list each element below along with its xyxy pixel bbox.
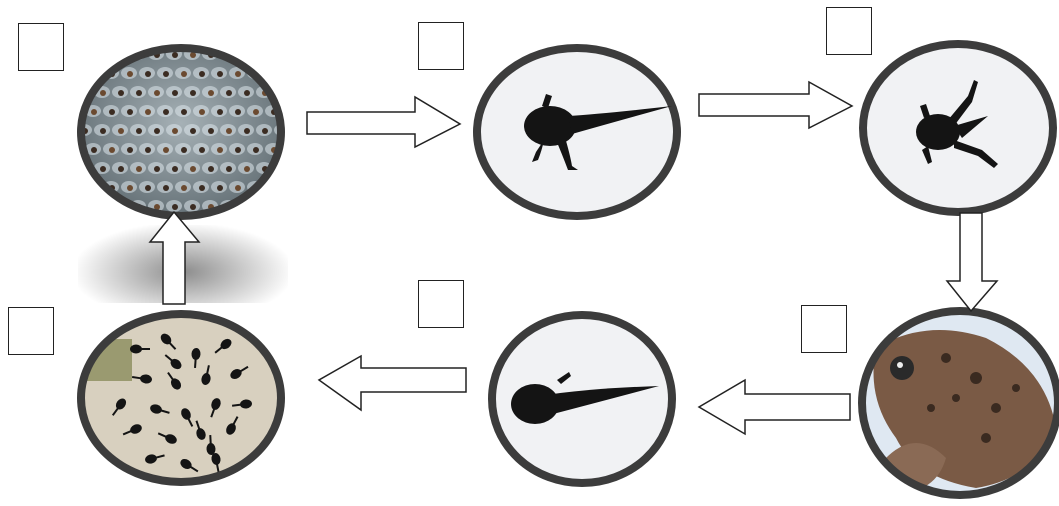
- froglet-icon: [859, 40, 1057, 216]
- arrow-down: [945, 212, 999, 313]
- arrow-right-1: [306, 95, 462, 149]
- arrow-up: [148, 210, 201, 305]
- answer-box-adult-frog[interactable]: [801, 305, 847, 353]
- frog-eggs-icon: [77, 44, 285, 220]
- tadpole-back-legs-icon: [473, 44, 681, 220]
- answer-box-tadpole-back-legs[interactable]: [418, 22, 464, 70]
- answer-box-froglet[interactable]: [826, 7, 872, 55]
- arrow-left-2: [317, 354, 467, 412]
- arrow-left-1: [697, 378, 851, 436]
- hatchling-tadpoles-icon: [77, 310, 285, 486]
- answer-box-frogspawn[interactable]: [18, 23, 64, 71]
- arrow-right-2: [698, 80, 854, 130]
- tadpole-icon: [488, 311, 676, 487]
- answer-box-hatchlings[interactable]: [8, 307, 54, 355]
- answer-box-tadpole[interactable]: [418, 280, 464, 328]
- adult-frog-icon: [858, 307, 1059, 499]
